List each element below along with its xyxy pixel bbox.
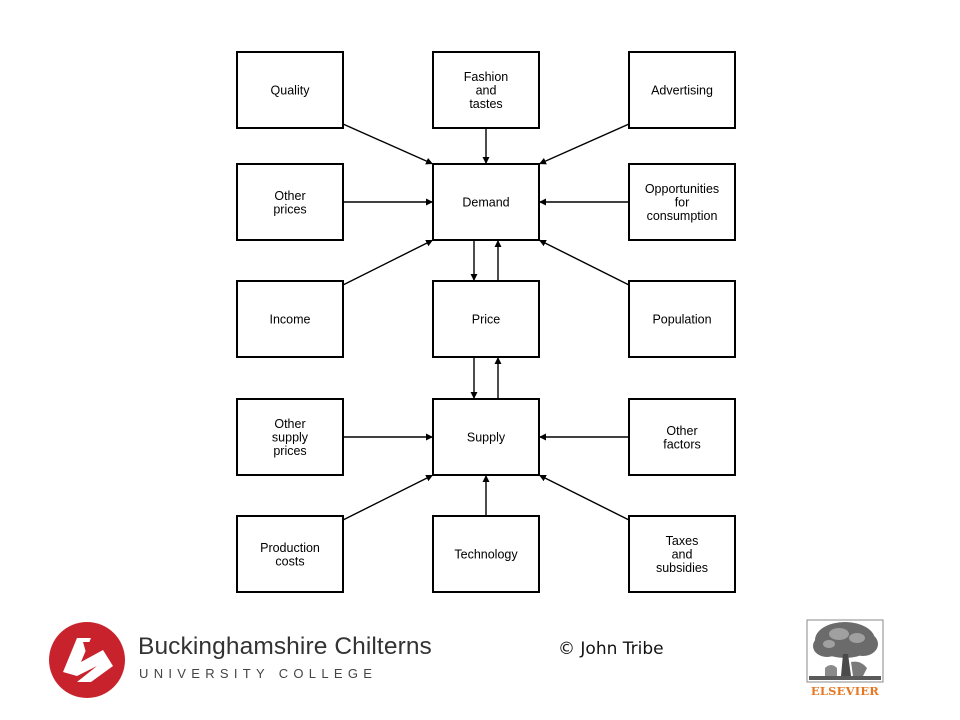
node-box [628, 163, 736, 241]
node-label: tastes [469, 97, 502, 111]
node-advertising: Advertising [628, 51, 736, 129]
arrow-quality-to-demand [342, 123, 434, 165]
node-label: Population [652, 313, 711, 327]
node-label: and [672, 548, 693, 562]
node-supply: Supply [432, 398, 540, 476]
node-box [628, 280, 736, 358]
elsevier-wordmark: ELSEVIER [810, 684, 880, 698]
node-label: Income [270, 313, 311, 327]
node-box [432, 280, 540, 358]
node-label: Opportunities [645, 182, 719, 196]
arrow-production-costs-to-supply [342, 474, 434, 521]
node-label: subsidies [656, 561, 708, 575]
node-label: prices [273, 444, 306, 458]
node-box [236, 515, 344, 593]
college-name: Buckinghamshire Chilterns [138, 633, 432, 660]
node-label: consumption [647, 209, 718, 223]
node-label: Supply [467, 431, 506, 445]
node-label: Taxes [666, 534, 699, 548]
node-quality: Quality [236, 51, 344, 129]
node-box [432, 398, 540, 476]
node-box [236, 51, 344, 129]
node-label: Demand [462, 196, 509, 210]
node-label: Technology [454, 548, 518, 562]
node-label: and [476, 84, 497, 98]
node-label: supply [272, 431, 309, 445]
node-box [628, 51, 736, 129]
node-box [432, 163, 540, 241]
bcuc-logo [47, 620, 127, 705]
node-box [432, 515, 540, 593]
node-box [432, 51, 540, 129]
node-population: Population [628, 280, 736, 358]
demand-supply-diagram: QualityFashionandtastesAdvertisingOtherp… [236, 51, 736, 593]
node-demand: Demand [432, 163, 540, 241]
node-box [628, 515, 736, 593]
arrow-income-to-demand [342, 239, 434, 286]
diagram-edges [342, 123, 630, 521]
node-label: Other [274, 189, 305, 203]
node-box [236, 280, 344, 358]
arrow-advertising-to-demand [538, 123, 630, 165]
node-label: for [675, 196, 690, 210]
node-label: Other [666, 424, 697, 438]
bcuc-logo-mark [63, 638, 113, 682]
node-price: Price [432, 280, 540, 358]
arrow-population-to-demand [538, 239, 630, 286]
node-label: Advertising [651, 84, 713, 98]
node-box [236, 163, 344, 241]
college-subtitle: UNIVERSITY COLLEGE [139, 666, 378, 681]
arrow-taxes-to-supply [538, 474, 630, 521]
diagram-nodes: QualityFashionandtastesAdvertisingOtherp… [236, 51, 736, 593]
node-label: Other [274, 417, 305, 431]
elsevier-tree-logo [805, 618, 885, 689]
node-label: costs [275, 554, 304, 568]
node-label: prices [273, 202, 306, 216]
node-income: Income [236, 280, 344, 358]
node-label: Quality [271, 84, 311, 98]
node-label: Price [472, 313, 501, 327]
node-label: Fashion [464, 70, 509, 84]
node-box [628, 398, 736, 476]
node-box [236, 398, 344, 476]
node-label: factors [663, 437, 701, 451]
node-technology: Technology [432, 515, 540, 593]
node-label: Production [260, 541, 320, 555]
copyright-notice: © John Tribe [558, 639, 664, 659]
